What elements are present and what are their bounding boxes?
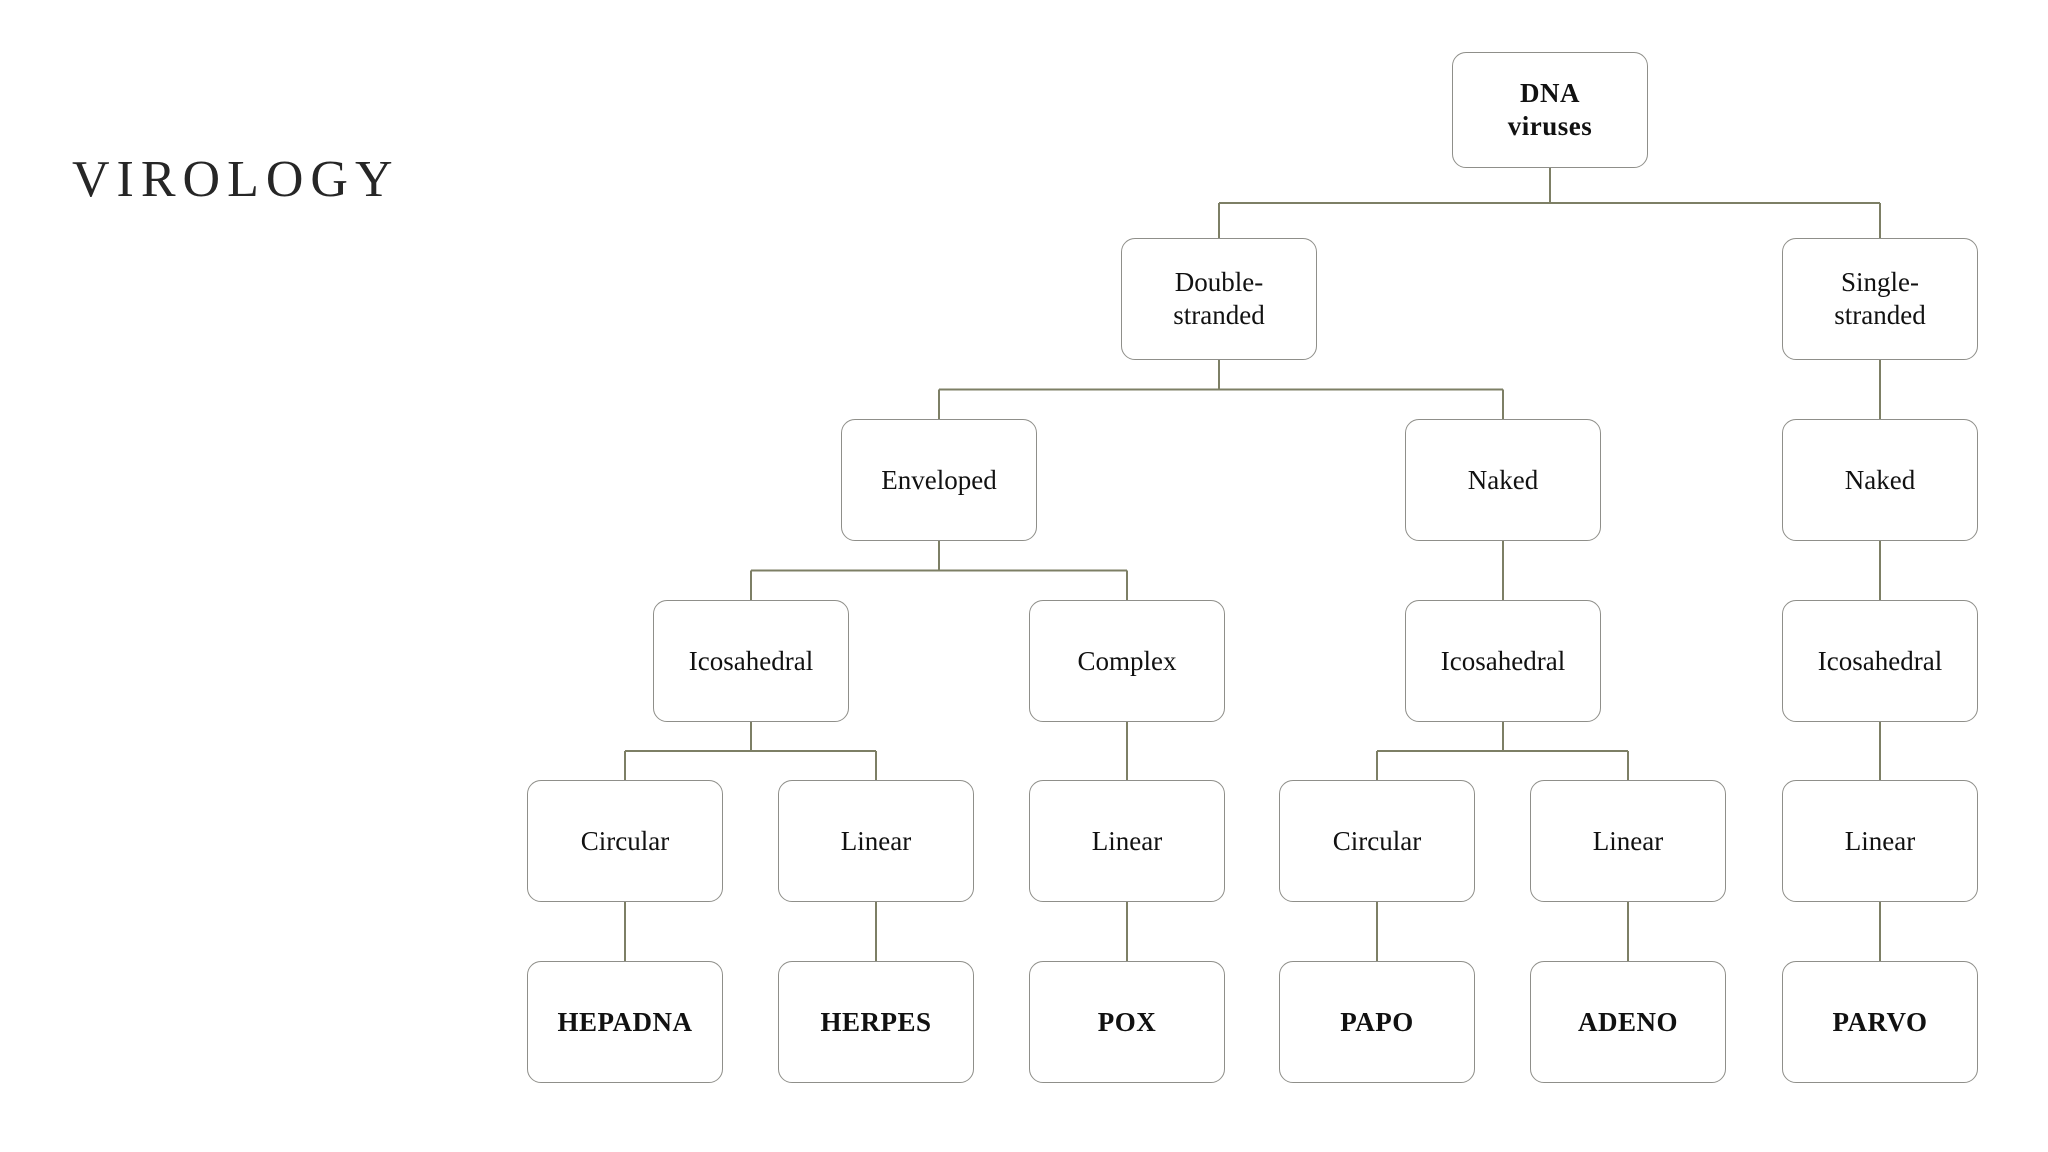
node-label: Naked bbox=[1844, 464, 1916, 495]
node-hepadna[interactable]: HEPADNA bbox=[527, 961, 723, 1083]
node-label: Circular bbox=[580, 825, 670, 856]
node-hep-circular[interactable]: Circular bbox=[527, 780, 723, 902]
node-label: Naked bbox=[1467, 464, 1539, 495]
node-ds-naked[interactable]: Naked bbox=[1405, 419, 1601, 541]
node-label: Linear bbox=[1844, 825, 1916, 856]
node-label: ADENO bbox=[1577, 1006, 1678, 1037]
node-ss-naked[interactable]: Naked bbox=[1782, 419, 1978, 541]
node-dsn-icosahedral[interactable]: Icosahedral bbox=[1405, 600, 1601, 722]
node-label: Enveloped bbox=[881, 464, 997, 495]
node-label: Linear bbox=[1091, 825, 1163, 856]
node-label: HERPES bbox=[820, 1006, 932, 1037]
node-label: Linear bbox=[840, 825, 912, 856]
node-label: DNA viruses bbox=[1507, 78, 1593, 141]
node-parvo-linear[interactable]: Linear bbox=[1782, 780, 1978, 902]
node-label: Linear bbox=[1592, 825, 1664, 856]
node-her-linear[interactable]: Linear bbox=[778, 780, 974, 902]
node-env-icosahedral[interactable]: Icosahedral bbox=[653, 600, 849, 722]
node-pox[interactable]: POX bbox=[1029, 961, 1225, 1083]
node-papo[interactable]: PAPO bbox=[1279, 961, 1475, 1083]
node-env-complex[interactable]: Complex bbox=[1029, 600, 1225, 722]
node-double-stranded[interactable]: Double- stranded bbox=[1121, 238, 1317, 360]
node-label: Icosahedral bbox=[1817, 645, 1943, 676]
node-papo-circular[interactable]: Circular bbox=[1279, 780, 1475, 902]
node-pox-linear[interactable]: Linear bbox=[1029, 780, 1225, 902]
node-label: Single- stranded bbox=[1834, 267, 1926, 330]
node-ds-enveloped[interactable]: Enveloped bbox=[841, 419, 1037, 541]
node-parvo[interactable]: PARVO bbox=[1782, 961, 1978, 1083]
node-label: HEPADNA bbox=[557, 1006, 693, 1037]
node-adeno-linear[interactable]: Linear bbox=[1530, 780, 1726, 902]
node-ssn-icosahedral[interactable]: Icosahedral bbox=[1782, 600, 1978, 722]
node-adeno[interactable]: ADENO bbox=[1530, 961, 1726, 1083]
node-label: PARVO bbox=[1832, 1006, 1928, 1037]
node-label: Icosahedral bbox=[1440, 645, 1566, 676]
page-title: VIROLOGY bbox=[72, 151, 400, 208]
node-single-stranded[interactable]: Single- stranded bbox=[1782, 238, 1978, 360]
node-label: Complex bbox=[1077, 645, 1177, 676]
node-dna-viruses[interactable]: DNA viruses bbox=[1452, 52, 1648, 168]
node-label: POX bbox=[1097, 1006, 1157, 1037]
node-label: Circular bbox=[1332, 825, 1422, 856]
node-herpes[interactable]: HERPES bbox=[778, 961, 974, 1083]
node-label: PAPO bbox=[1340, 1006, 1414, 1037]
node-label: Icosahedral bbox=[688, 645, 814, 676]
node-label: Double- stranded bbox=[1173, 267, 1265, 330]
